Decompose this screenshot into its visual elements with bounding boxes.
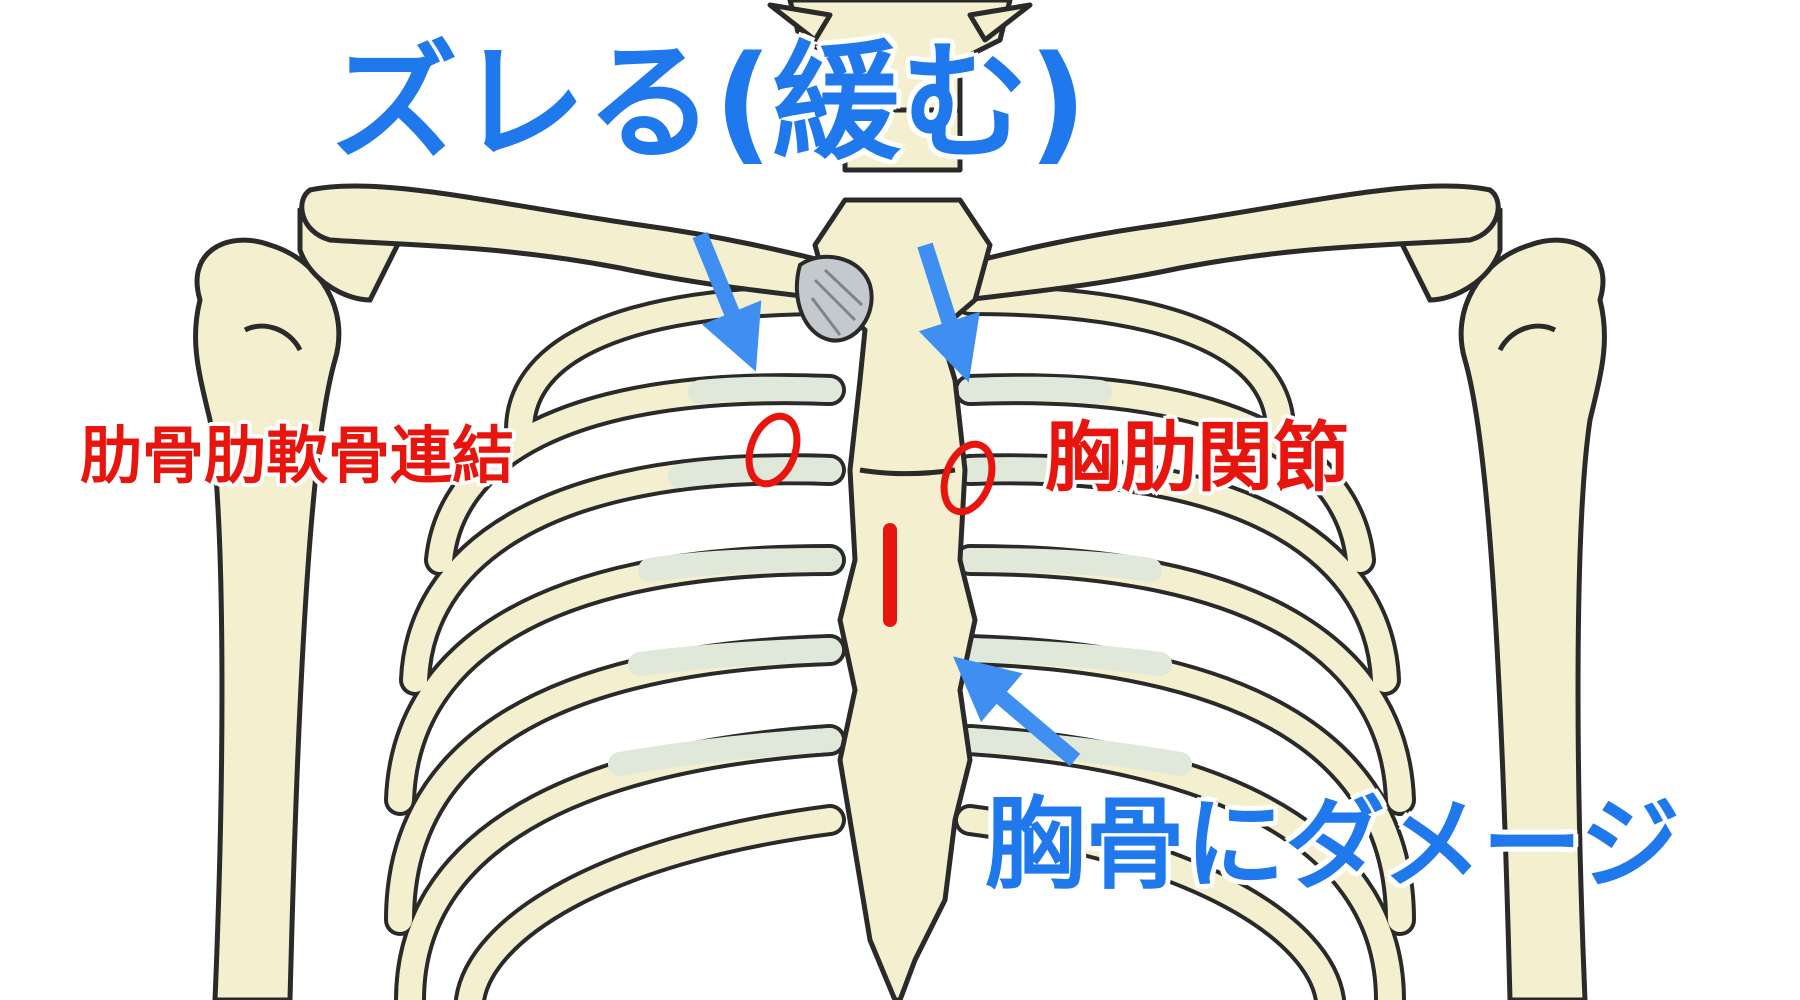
arrows [692,231,1081,767]
arrow-down-right [917,242,980,383]
left-joint-circle [745,412,801,488]
ribs [384,284,1416,1000]
label-sternocostal-joint: 胸肋関節 [1045,413,1349,502]
left-humerus [192,237,342,1000]
arrow-up-left [953,656,1081,767]
red-markers [745,412,996,627]
label-costochondral-junction: 肋骨肋軟骨連結 [80,419,515,492]
right-humerus [1458,237,1608,1000]
arrow-down-left [692,231,762,372]
cervical-vertebrae [767,0,1033,173]
clavicles [299,183,1501,303]
label-sternum-damage: 胸骨にダメージ [985,786,1680,903]
label-shift-loosen: ズレる(緩む) [330,29,1088,178]
right-joint-circle [940,440,996,516]
ligament [794,254,874,343]
